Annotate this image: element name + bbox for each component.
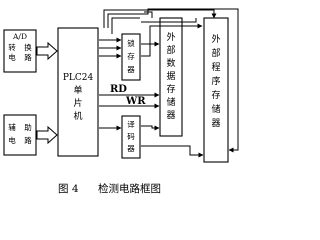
ad-converter-block: A/D 转 换 电 路 (3, 29, 37, 73)
svg-text:转: 转 (8, 42, 16, 52)
svg-text:PLC24: PLC24 (63, 73, 94, 83)
decoder-block: 译 码 器 (121, 115, 141, 159)
svg-text:换: 换 (24, 42, 32, 52)
svg-text:据: 据 (166, 70, 175, 82)
svg-text:外: 外 (166, 31, 175, 43)
svg-text:电: 电 (8, 52, 16, 62)
svg-text:检测电路框图: 检测电路框图 (98, 182, 161, 195)
external-program-memory-block: 外 部 程 序 存 储 器 (203, 17, 229, 163)
auxiliary-circuit-block: 辅 助 电 路 (3, 114, 37, 156)
svg-text:部: 部 (166, 44, 175, 56)
svg-text:译: 译 (127, 120, 135, 129)
svg-text:电: 电 (8, 135, 16, 145)
svg-text:器: 器 (211, 118, 220, 129)
svg-text:锁: 锁 (127, 38, 135, 48)
ad-to-plc-bus-arrow (36, 41, 58, 61)
latch-block: 锁 存 器 (121, 33, 141, 81)
svg-text:器: 器 (127, 144, 135, 153)
svg-text:路: 路 (24, 52, 32, 62)
svg-text:器: 器 (166, 110, 175, 121)
svg-text:片: 片 (73, 97, 82, 109)
svg-text:助: 助 (24, 122, 32, 132)
svg-text:单: 单 (73, 84, 82, 96)
connection-wires (99, 8, 239, 158)
svg-text:图 4: 图 4 (58, 183, 79, 195)
figure-caption: 图 4 检测电路框图 (58, 182, 161, 195)
wr-signal-label: WR (125, 96, 146, 107)
aux-to-plc-bus-arrow (36, 125, 58, 145)
svg-text:器: 器 (127, 65, 135, 74)
svg-text:路: 路 (24, 135, 32, 145)
svg-text:部: 部 (211, 47, 220, 59)
svg-text:储: 储 (166, 96, 175, 108)
svg-text:程: 程 (211, 62, 220, 73)
svg-text:储: 储 (211, 103, 220, 115)
svg-text:存: 存 (211, 89, 220, 101)
rd-signal-label: RD (110, 84, 127, 95)
svg-text:序: 序 (211, 75, 220, 87)
svg-text:辅: 辅 (8, 122, 16, 132)
svg-text:存: 存 (166, 83, 175, 95)
svg-text:外: 外 (211, 33, 220, 45)
svg-text:机: 机 (73, 110, 82, 122)
circuit-block-diagram: A/D 转 换 电 路 辅 助 电 路 PLC24 单 片 机 锁 存 器 译 … (3, 8, 239, 195)
svg-text:A/D: A/D (12, 32, 27, 41)
svg-text:数: 数 (166, 57, 175, 69)
svg-text:码: 码 (127, 132, 135, 141)
svg-text:存: 存 (127, 51, 135, 61)
external-data-memory-block: 外 部 数 据 存 储 器 (159, 17, 183, 137)
plc-mcu-block: PLC24 单 片 机 (57, 27, 99, 157)
